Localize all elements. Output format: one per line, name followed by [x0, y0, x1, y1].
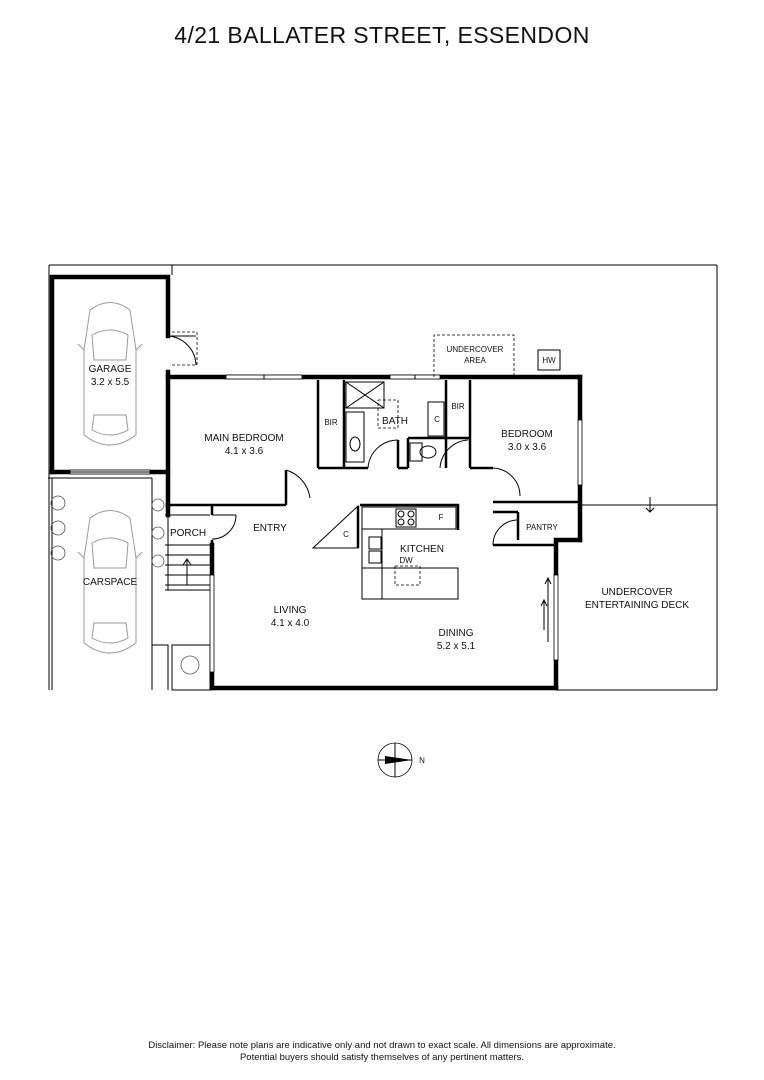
- garage-size: 3.2 x 5.5: [91, 377, 130, 388]
- deck-label-2: ENTERTAINING DECK: [585, 600, 689, 611]
- dishwasher-label: DW: [399, 556, 413, 565]
- undercover-area-label-1: UNDERCOVER: [447, 345, 504, 354]
- bath-area: [342, 380, 493, 470]
- cupboard-bath-label: C: [434, 415, 440, 424]
- main-bedroom-door: [284, 380, 360, 505]
- disclaimer-line-1: Disclaimer: Please note plans are indica…: [148, 1040, 616, 1051]
- living-size: 4.1 x 4.0: [271, 618, 310, 629]
- pantry-label: PANTRY: [526, 523, 558, 532]
- fridge-label: F: [439, 513, 444, 522]
- dining-size: 5.2 x 5.1: [437, 641, 476, 652]
- bedroom-label: BEDROOM: [501, 429, 553, 440]
- sliding-doors: [540, 574, 559, 661]
- carspace-label: CARSPACE: [83, 577, 138, 588]
- kitchen-benches: [360, 503, 460, 600]
- porch: [165, 502, 237, 591]
- deck-label-1: UNDERCOVER: [601, 587, 672, 598]
- bedroom-size: 3.0 x 3.6: [508, 442, 547, 453]
- kitchen-label: KITCHEN: [400, 544, 444, 555]
- deck-arrow: [645, 497, 655, 513]
- hot-water-label: HW: [542, 356, 556, 365]
- compass-label: N: [419, 756, 425, 765]
- carspace-surrounds: [48, 477, 211, 691]
- main-bedroom-size: 4.1 x 3.6: [225, 446, 264, 457]
- car-garage: [77, 302, 143, 446]
- house-walls: [165, 374, 583, 691]
- bath-label: BATH: [382, 416, 408, 427]
- compass-icon: [377, 742, 413, 778]
- entry-label: ENTRY: [253, 523, 287, 534]
- bir-bed-label: BIR: [451, 402, 465, 411]
- main-bedroom-label: MAIN BEDROOM: [204, 433, 283, 444]
- bir-main-label: BIR: [324, 418, 338, 427]
- undercover-area: [433, 334, 561, 377]
- disclaimer: Disclaimer: Please note plans are indica…: [0, 1040, 764, 1064]
- entry-cupboard: [311, 504, 360, 549]
- cupboard-entry-label: C: [343, 530, 349, 539]
- dining-label: DINING: [439, 628, 474, 639]
- porch-label: PORCH: [170, 528, 206, 539]
- bedroom-door: [492, 467, 580, 547]
- garage-walls: [49, 274, 198, 508]
- car-carspace: [77, 510, 143, 654]
- garage-label: GARAGE: [89, 364, 132, 375]
- plan-title: 4/21 BALLATER STREET, ESSENDON: [174, 22, 590, 48]
- undercover-area-label-2: AREA: [464, 356, 486, 365]
- disclaimer-line-2: Potential buyers should satisfy themselv…: [239, 1052, 525, 1063]
- living-label: LIVING: [274, 605, 307, 616]
